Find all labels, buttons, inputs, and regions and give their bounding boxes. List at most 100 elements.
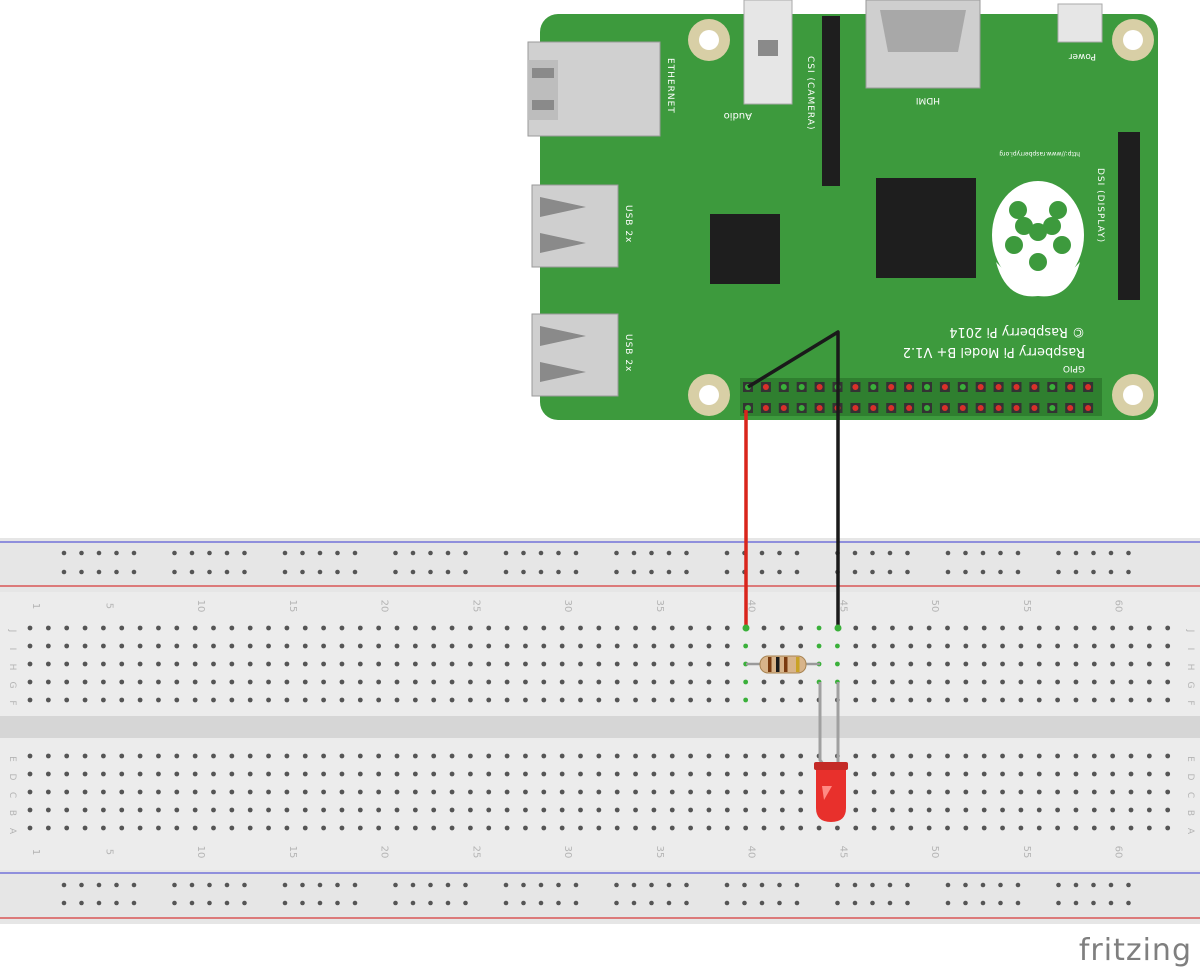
breadboard-hole: [706, 771, 712, 777]
gpio-pin: [816, 384, 823, 390]
column-number-bottom: 15: [287, 846, 298, 859]
breadboard-hole: [266, 679, 271, 685]
rail-hole: [759, 550, 765, 556]
gpio-pin: [924, 384, 930, 390]
breadboard-hole: [339, 661, 345, 667]
gpio-pin: [1085, 405, 1092, 411]
rail-hole: [114, 900, 119, 906]
breadboard-hole: [101, 679, 106, 685]
breadboard-hole: [302, 643, 308, 649]
breadboard-hole: [64, 825, 70, 831]
breadboard-hole: [412, 753, 418, 759]
breadboard-hole: [1128, 807, 1134, 813]
breadboard-hole: [981, 643, 987, 649]
breadboard-hole: [816, 625, 822, 631]
breadboard-hole: [724, 825, 730, 831]
rail-hole: [410, 569, 416, 575]
gpio-pin: [1067, 384, 1074, 390]
breadboard-hole: [1018, 753, 1024, 759]
rail-hole: [463, 900, 468, 906]
rail-hole: [79, 569, 84, 575]
gpio-pin: [924, 405, 930, 411]
breadboard-hole: [779, 789, 785, 795]
breadboard-hole: [45, 825, 51, 831]
breadboard-hole: [1055, 771, 1060, 777]
breadboard-hole: [1018, 643, 1024, 649]
breadboard-hole: [1091, 625, 1097, 631]
breadboard-hole: [1110, 625, 1116, 631]
breadboard-hole: [1146, 771, 1152, 777]
breadboard-hole: [559, 825, 565, 831]
breadboard-hole: [468, 753, 473, 759]
breadboard-hole: [1036, 753, 1042, 759]
breadboard-hole: [119, 697, 125, 703]
gpio-pin: [995, 384, 1002, 390]
breadboard-hole: [706, 807, 712, 813]
rail-hole: [556, 900, 561, 906]
breadboard-hole: [137, 697, 143, 703]
breadboard-hole: [578, 789, 583, 795]
breadboard-hole: [101, 753, 106, 759]
breadboard-hole: [541, 625, 547, 631]
rail-hole: [131, 550, 137, 556]
breadboard-hole: [192, 807, 198, 813]
breadboard-hole: [688, 753, 693, 759]
gpio-pin: [906, 405, 913, 411]
breadboard-hole: [1073, 679, 1079, 685]
breadboard-hole: [559, 697, 565, 703]
breadboard-hole: [779, 771, 785, 777]
breadboard-hole: [1073, 825, 1079, 831]
mounting-hole-center: [1123, 385, 1143, 405]
breadboard-hole: [1146, 661, 1152, 667]
breadboard-hole: [45, 697, 51, 703]
breadboard-hole: [376, 753, 382, 759]
breadboard-hole: [908, 753, 914, 759]
breadboard-hole: [339, 625, 345, 631]
breadboard-hole: [247, 679, 253, 685]
breadboard-hole: [229, 789, 235, 795]
breadboard-hole: [27, 679, 33, 685]
breadboard-hole: [743, 697, 749, 703]
breadboard-hole: [394, 661, 400, 667]
breadboard-hole: [1128, 825, 1134, 831]
rail-hole: [870, 569, 875, 575]
breadboard-hole: [376, 789, 382, 795]
breadboard-hole: [706, 625, 712, 631]
breadboard-hole: [357, 679, 363, 685]
row-letter-right: E: [1185, 756, 1195, 762]
breadboard-hole: [798, 807, 804, 813]
rail-hole: [1091, 569, 1096, 575]
rail-hole: [963, 550, 968, 556]
breadboard-hole: [614, 697, 620, 703]
breadboard-hole: [339, 697, 345, 703]
breadboard-hole: [156, 697, 161, 703]
breadboard-hole: [559, 679, 565, 685]
rail-hole: [777, 882, 782, 888]
breadboard-hole: [688, 807, 693, 813]
breadboard-hole: [266, 625, 271, 631]
breadboard-hole: [45, 789, 51, 795]
breadboard-hole: [468, 807, 473, 813]
breadboard-hole: [578, 679, 583, 685]
breadboard-hole: [1036, 679, 1042, 685]
breadboard-hole: [431, 753, 437, 759]
rail-hole: [724, 882, 730, 888]
breadboard-hole: [614, 771, 620, 777]
row-letter-left: D: [7, 774, 17, 781]
breadboard-hole: [963, 825, 969, 831]
rail-hole: [649, 900, 654, 906]
breadboard-hole: [890, 625, 895, 631]
column-number-bottom: 30: [562, 846, 573, 859]
breadboard-hole: [761, 789, 767, 795]
breadboard-hole: [596, 771, 602, 777]
rail-hole: [1091, 882, 1096, 888]
breadboard-hole: [412, 661, 418, 667]
breadboard-hole: [633, 643, 638, 649]
breadboard-hole: [449, 771, 455, 777]
breadboard-hole: [651, 661, 657, 667]
breadboard-hole: [1018, 625, 1024, 631]
breadboard-hole: [1165, 807, 1171, 813]
row-letter-left: I: [7, 648, 17, 651]
rail-hole: [998, 569, 1003, 575]
logo-berry-seed: [1043, 217, 1061, 235]
